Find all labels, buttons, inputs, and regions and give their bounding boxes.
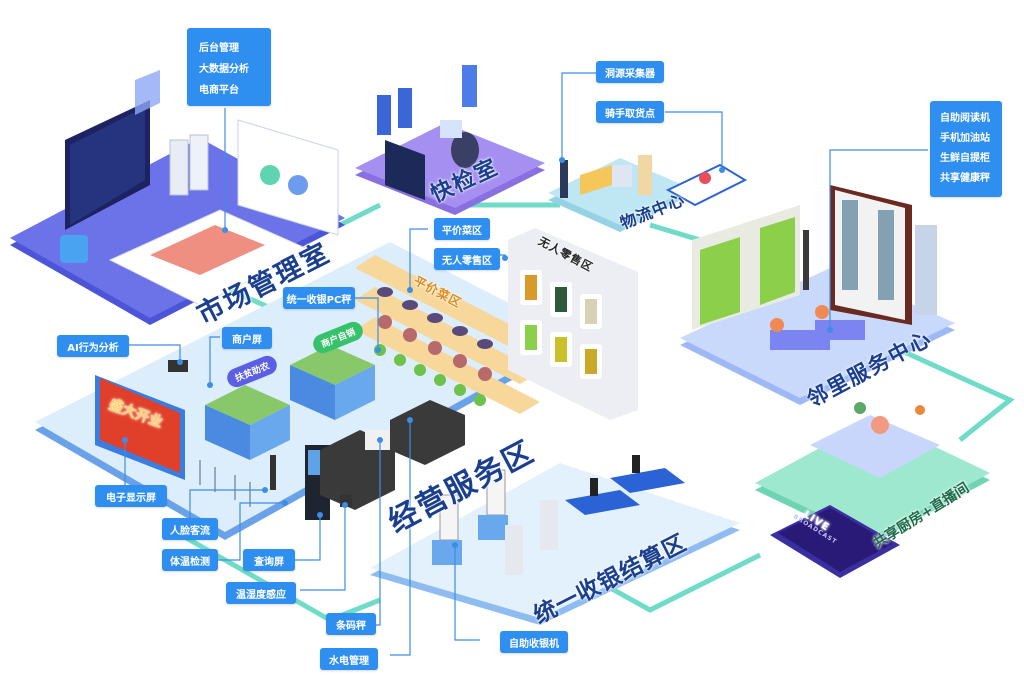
parcel-stack: [638, 155, 652, 195]
label-merchant-screen: 商户屏: [222, 327, 272, 349]
label-query-screen: 查询屏: [243, 549, 295, 571]
label-electronic-display: 电子显示屏: [95, 485, 167, 507]
health-scale: [803, 230, 809, 290]
connector-neighborhood-kitchen: [898, 347, 1015, 442]
cashier-counter: [610, 468, 685, 493]
label-unmanned-retail-area: 无人零售区: [434, 248, 500, 270]
info-panel: [462, 65, 477, 107]
label-shared-health-scale: 共享健康秤: [940, 173, 990, 184]
label-phone-charging-station: 手机加油站: [940, 133, 990, 144]
shared-kitchen-platform: [755, 402, 990, 578]
merchant-booth: [290, 345, 375, 385]
connector-logistics-neighborhood: [649, 222, 701, 243]
dashboard-screen: [237, 119, 339, 236]
dna-panel: [377, 95, 391, 135]
label-backend-management: 后台管理: [199, 43, 239, 54]
label-unified-pc-scale: 统一收银PC秤: [283, 287, 355, 309]
market-management-platform: [10, 70, 345, 325]
label-temp-humidity-sensor: 温湿度感应: [226, 582, 296, 604]
neighborhood-platform: [680, 185, 955, 405]
label-utility-management: 水电管理: [320, 648, 378, 670]
server-rack: [169, 139, 189, 196]
chart-panel: [135, 70, 160, 115]
veg-shelf: [355, 255, 540, 352]
charging-station: [915, 225, 937, 315]
label-face-traffic: 人脸客流: [162, 518, 218, 540]
chef: [871, 416, 889, 434]
temperature-sensor: [270, 455, 276, 490]
checkout-platform: [370, 455, 740, 625]
label-temperature-check: 体温检测: [162, 549, 218, 571]
source-collector: [560, 160, 568, 198]
fruit-rack: [390, 400, 465, 465]
truck: [612, 165, 632, 187]
dna-panel: [398, 88, 412, 128]
label-rider-pickup-point: 骑手取货点: [596, 101, 664, 123]
label-ecommerce-platform: 电商平台: [199, 85, 239, 96]
label-barcode-scale: 条码秤: [326, 613, 376, 635]
leader-dots: [122, 157, 833, 548]
cargo-box: [580, 165, 612, 195]
market-management-label-box: 后台管理 大数据分析 电商平台: [187, 28, 271, 106]
label-source-collector: 洞源采集器: [596, 61, 664, 83]
help-farmers-booth: [205, 385, 290, 425]
ai-camera: [168, 360, 188, 372]
label-big-data-analysis: 大数据分析: [199, 64, 249, 75]
quick-check-platform: [355, 65, 545, 215]
label-fresh-pickup-locker: 生鲜自提柜: [940, 153, 990, 164]
kitchen-counter: [810, 415, 940, 478]
label-affordable-veg-area: 平价菜区: [434, 218, 490, 240]
server-rack: [189, 134, 209, 191]
cashier-counter: [565, 490, 640, 515]
label-self-reading-machine: 自助阅读机: [940, 113, 990, 124]
neighborhood-label-box: 自助阅读机 手机加油站 生鲜自提柜 共享健康秤: [930, 101, 1002, 197]
monitor: [385, 140, 425, 200]
label-ai-behavior-analysis: AI行为分析: [57, 335, 129, 357]
label-self-checkout-machine: 自助收银机: [500, 631, 568, 653]
technician: [451, 132, 479, 168]
database-icon: [60, 235, 88, 263]
logistics-platform: [548, 155, 748, 232]
